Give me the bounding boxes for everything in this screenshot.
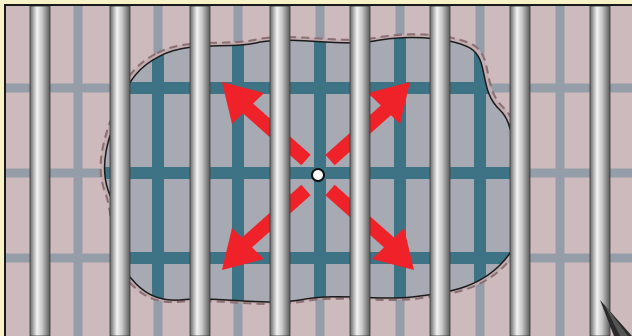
prison-bar <box>510 6 530 336</box>
prison-bar <box>270 6 290 336</box>
prison-bar <box>110 6 130 336</box>
prison-bar <box>350 6 370 336</box>
prison-bar <box>590 6 610 336</box>
prison-bar <box>190 6 210 336</box>
prison-bar <box>30 6 50 336</box>
center-dot-icon <box>312 169 324 181</box>
prison-bar <box>430 6 450 336</box>
